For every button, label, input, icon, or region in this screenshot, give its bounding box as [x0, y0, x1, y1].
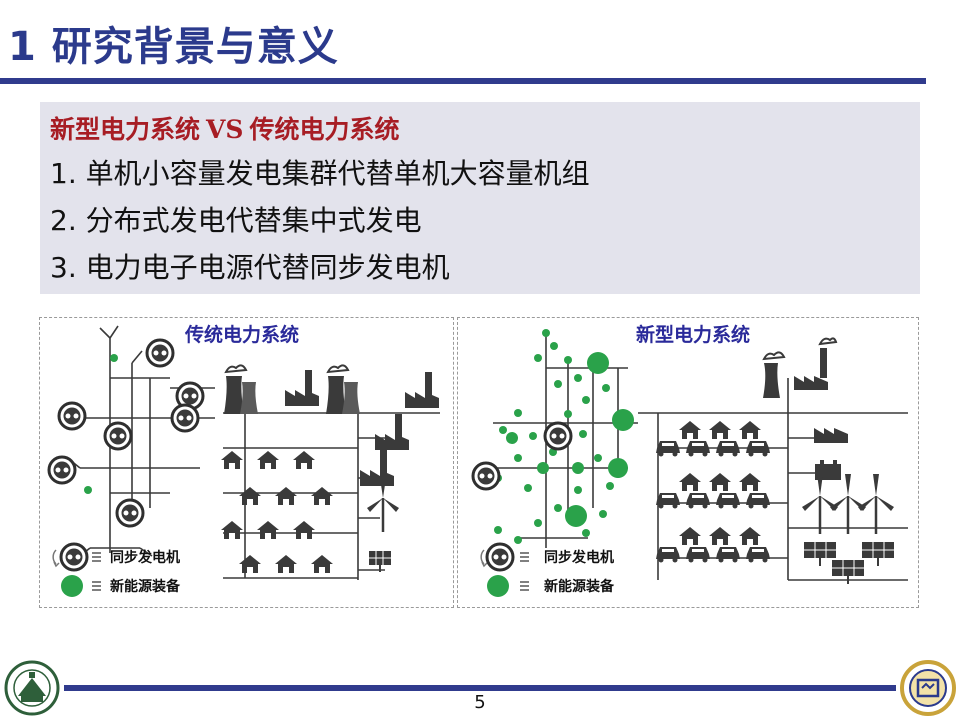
department-seal-logo-right [900, 660, 956, 716]
factory-icon [405, 372, 439, 408]
renewable-device-icon [608, 458, 628, 478]
house-icon [679, 527, 701, 545]
heading-new-system: 新型电力系统 [50, 115, 201, 144]
renewable-device-icon [587, 352, 609, 374]
car-icon [686, 441, 710, 457]
factory-icon [814, 428, 848, 443]
legend-generator-icon [485, 542, 515, 572]
house-icon [293, 451, 315, 469]
house-icon [709, 473, 731, 491]
legend-label-new: 新能源装备 [110, 578, 181, 595]
house-icon [257, 451, 279, 469]
title-divider [0, 78, 926, 84]
house-icon [679, 473, 701, 491]
house-car-group [656, 421, 770, 563]
car-icon [656, 493, 680, 509]
car-icon [716, 547, 740, 563]
house-icon [221, 521, 243, 539]
car-icon [656, 547, 680, 563]
footer-divider [64, 685, 896, 691]
new-system-diagram: 同步发电机 新能源装备 [471, 329, 908, 597]
legend-label-new: 新能源装备 [544, 578, 615, 595]
legend-renewable-icon [487, 575, 509, 597]
car-icon [746, 441, 770, 457]
legend-renewable-icon [61, 575, 83, 597]
house-icon [739, 473, 761, 491]
house-icon [709, 421, 731, 439]
renewable-device-icon [612, 409, 634, 431]
comparison-item-3: 3. 电力电子电源代替同步发电机 [50, 251, 450, 284]
solar-panel-icon [368, 550, 392, 573]
house-icon [239, 487, 261, 505]
house-icon [311, 555, 333, 573]
car-icon [746, 493, 770, 509]
renewable-device-icon [84, 486, 92, 494]
heading-old-system: 传统电力系统 [249, 115, 400, 144]
synchronous-generator-icon [103, 421, 133, 451]
house-icon [739, 527, 761, 545]
factory-icon [360, 450, 394, 486]
house-icon [221, 451, 243, 469]
synchronous-generator-icon [145, 338, 175, 368]
synchronous-generator-icon [543, 421, 573, 451]
house-icon [275, 555, 297, 573]
car-icon [686, 493, 710, 509]
factory-icon [820, 348, 827, 378]
car-icon [656, 441, 680, 457]
cooling-tower-icon [223, 364, 259, 415]
house-icon [239, 555, 261, 573]
synchronous-generator-icon [47, 455, 77, 485]
wind-turbine-icon [800, 472, 840, 536]
traditional-panel-title: 传统电力系统 [181, 320, 304, 347]
car-icon [716, 441, 740, 457]
new-panel-title: 新型电力系统 [632, 320, 755, 347]
wind-turbine-icon [828, 472, 868, 536]
solar-panel-icon [803, 541, 837, 567]
car-icon [746, 547, 770, 563]
page-number: 5 [474, 692, 486, 713]
house-icon [739, 421, 761, 439]
cooling-tower-icon [763, 363, 780, 398]
renewable-device-icon [110, 354, 118, 362]
factory-icon [375, 414, 409, 450]
synchronous-generator-icon [471, 461, 501, 491]
renewable-device-icon [565, 505, 587, 527]
house-icon [709, 527, 731, 545]
new-system-panel: 同步发电机 新能源装备 新型电力系统 [457, 317, 919, 608]
factory-icon [285, 370, 319, 406]
page-title: 1 研究背景与意义 [8, 24, 339, 70]
car-icon [716, 493, 740, 509]
house-icon [275, 487, 297, 505]
car-icon [686, 547, 710, 563]
solar-panel-icon [861, 541, 895, 567]
synchronous-generator-icon [115, 498, 145, 528]
wind-turbine-icon [365, 476, 401, 534]
house-icon [257, 521, 279, 539]
traditional-system-diagram: 同步发电机 新能源装备 [47, 325, 440, 597]
university-seal-logo-left [4, 660, 60, 716]
house-group [221, 451, 333, 573]
comparison-item-1: 1. 单机小容量发电集群代替单机大容量机组 [50, 157, 590, 190]
cooling-tower-icon [325, 364, 361, 415]
legend-label-sync: 同步发电机 [544, 549, 614, 566]
legend-generator-icon [59, 542, 89, 572]
wind-turbine-icon [856, 472, 896, 536]
heading-vs: VS [206, 115, 244, 144]
comparison-item-2: 2. 分布式发电代替集中式发电 [50, 204, 422, 237]
house-icon [293, 521, 315, 539]
traditional-system-panel: 同步发电机 新能源装备 传统电力系统 [39, 317, 454, 608]
house-icon [311, 487, 333, 505]
synchronous-generator-icon [170, 403, 200, 433]
renewable-cluster [494, 329, 634, 544]
house-icon [679, 421, 701, 439]
legend-label-sync: 同步发电机 [110, 549, 180, 566]
synchronous-generator-icon [57, 401, 87, 431]
